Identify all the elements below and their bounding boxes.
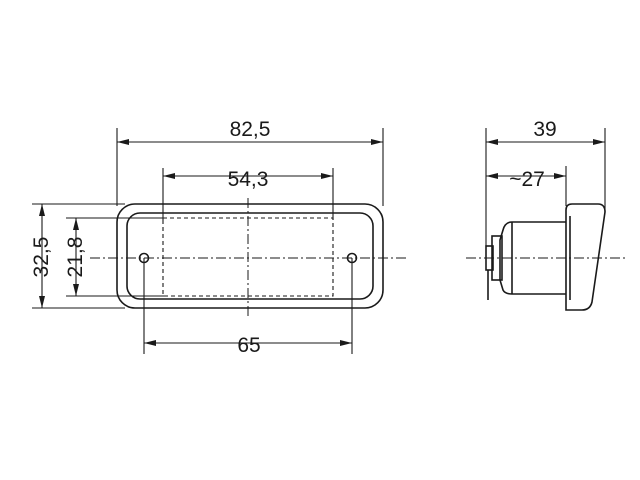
overall-length-label: 82,5 <box>230 118 271 141</box>
side-body-depth-label: ~27 <box>509 168 545 191</box>
dimension-hole-spacing: 65 <box>143 258 353 357</box>
front-view <box>90 198 408 318</box>
overall-height-label: 32,5 <box>30 237 53 278</box>
lens-height-label: 21,8 <box>64 237 87 278</box>
side-rear-body <box>499 221 566 295</box>
dimension-overall-length: 82,5 <box>116 118 384 206</box>
dimension-side-depth: 39 <box>485 118 606 246</box>
dimension-side-body-depth: ~27 <box>486 166 567 206</box>
dimension-lens-height: 21,8 <box>64 217 165 297</box>
bezel-outline <box>126 212 374 300</box>
side-housing <box>565 203 606 311</box>
side-view <box>466 203 626 311</box>
side-depth-label: 39 <box>533 118 556 141</box>
dimension-overall-height: 32,5 <box>30 203 125 309</box>
housing-outline <box>116 203 384 309</box>
dimension-lens-length: 54,3 <box>162 168 334 220</box>
lens-length-label: 54,3 <box>228 168 269 191</box>
hole-spacing-label: 65 <box>237 334 260 357</box>
